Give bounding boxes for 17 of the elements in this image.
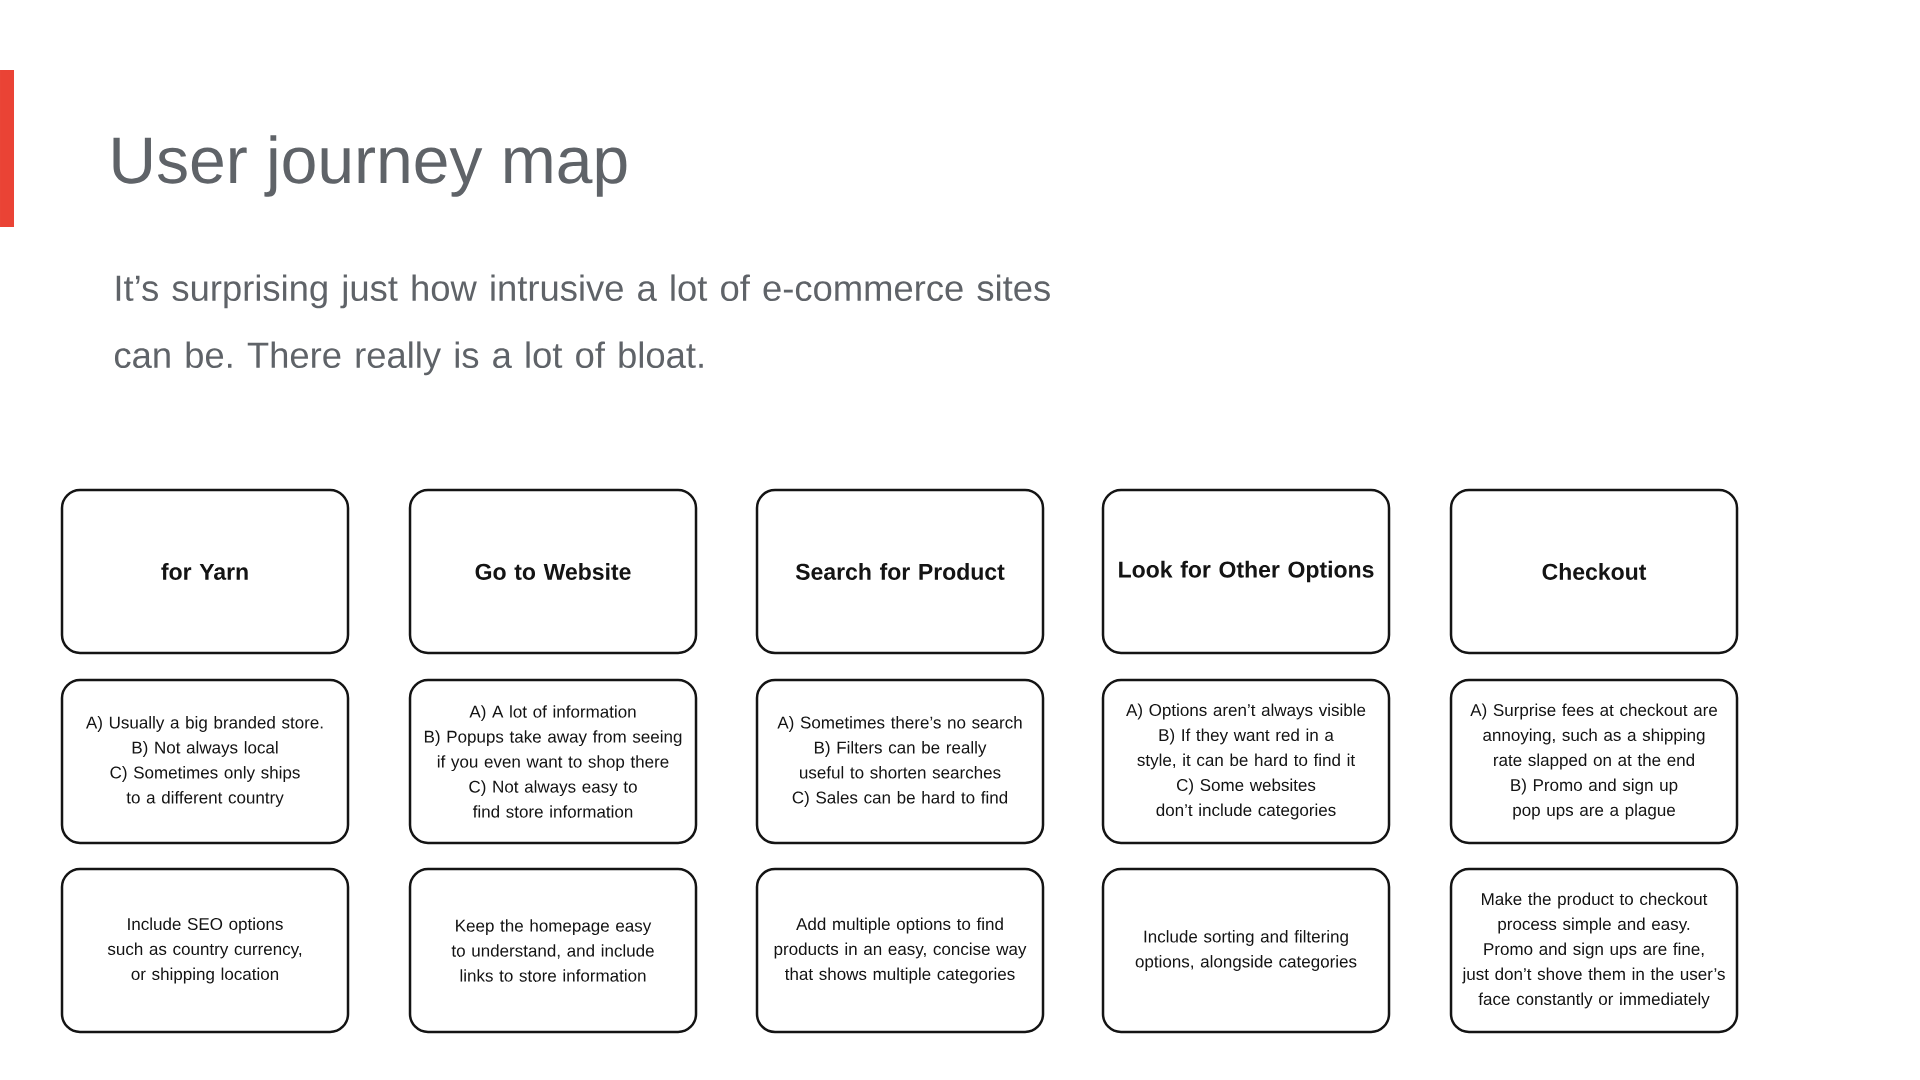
note-box: A) Sometimes there’s no search B) Filters can be really useful to shorten searches C) Sales can be hard to find [755,678,1045,845]
stage-box: Search for Product [755,488,1045,655]
note-box: Include sorting and filtering options, alongside categories [1101,867,1391,1034]
note-box: A) Usually a big branded store. B) Not always local C) Sometimes only ships to a different country [60,678,350,845]
stage-box: Go to Website [408,488,698,655]
note-box: Make the product to checkout process simple and easy. Promo and sign ups are fine, just don’t shove them in the user’s face constantly or immediately [1449,867,1739,1034]
stage-box: Look for Other Options [1101,488,1391,655]
subtitle: It’s surprising just how intrusive a lot of e-commerce sites can be. There really is a lot of bloat. [114,274,1050,376]
note-box: Include SEO options such as country currency, or shipping location [60,867,350,1034]
title: User journey map [113,135,627,197]
stage-box: Checkout [1449,488,1739,655]
note-box: Keep the homepage easy to understand, and include links to store information [408,867,698,1034]
note-box: Add multiple options to find products in an easy, concise way that shows multiple categories [755,867,1045,1034]
note-box: A) Options aren’t always visible B) If they want red in a style, it can be hard to find it C) Some websites don’t include categories [1101,678,1391,845]
note-box: A) Surprise fees at checkout are annoying, such as a shipping rate slapped on at the end B) Promo and sign up pop ups are a plague [1449,678,1739,845]
stage-box: for Yarn [60,488,350,655]
note-box: A) A lot of information B) Popups take away from seeing if you even want to shop there C) Not always easy to find store information [408,678,698,845]
